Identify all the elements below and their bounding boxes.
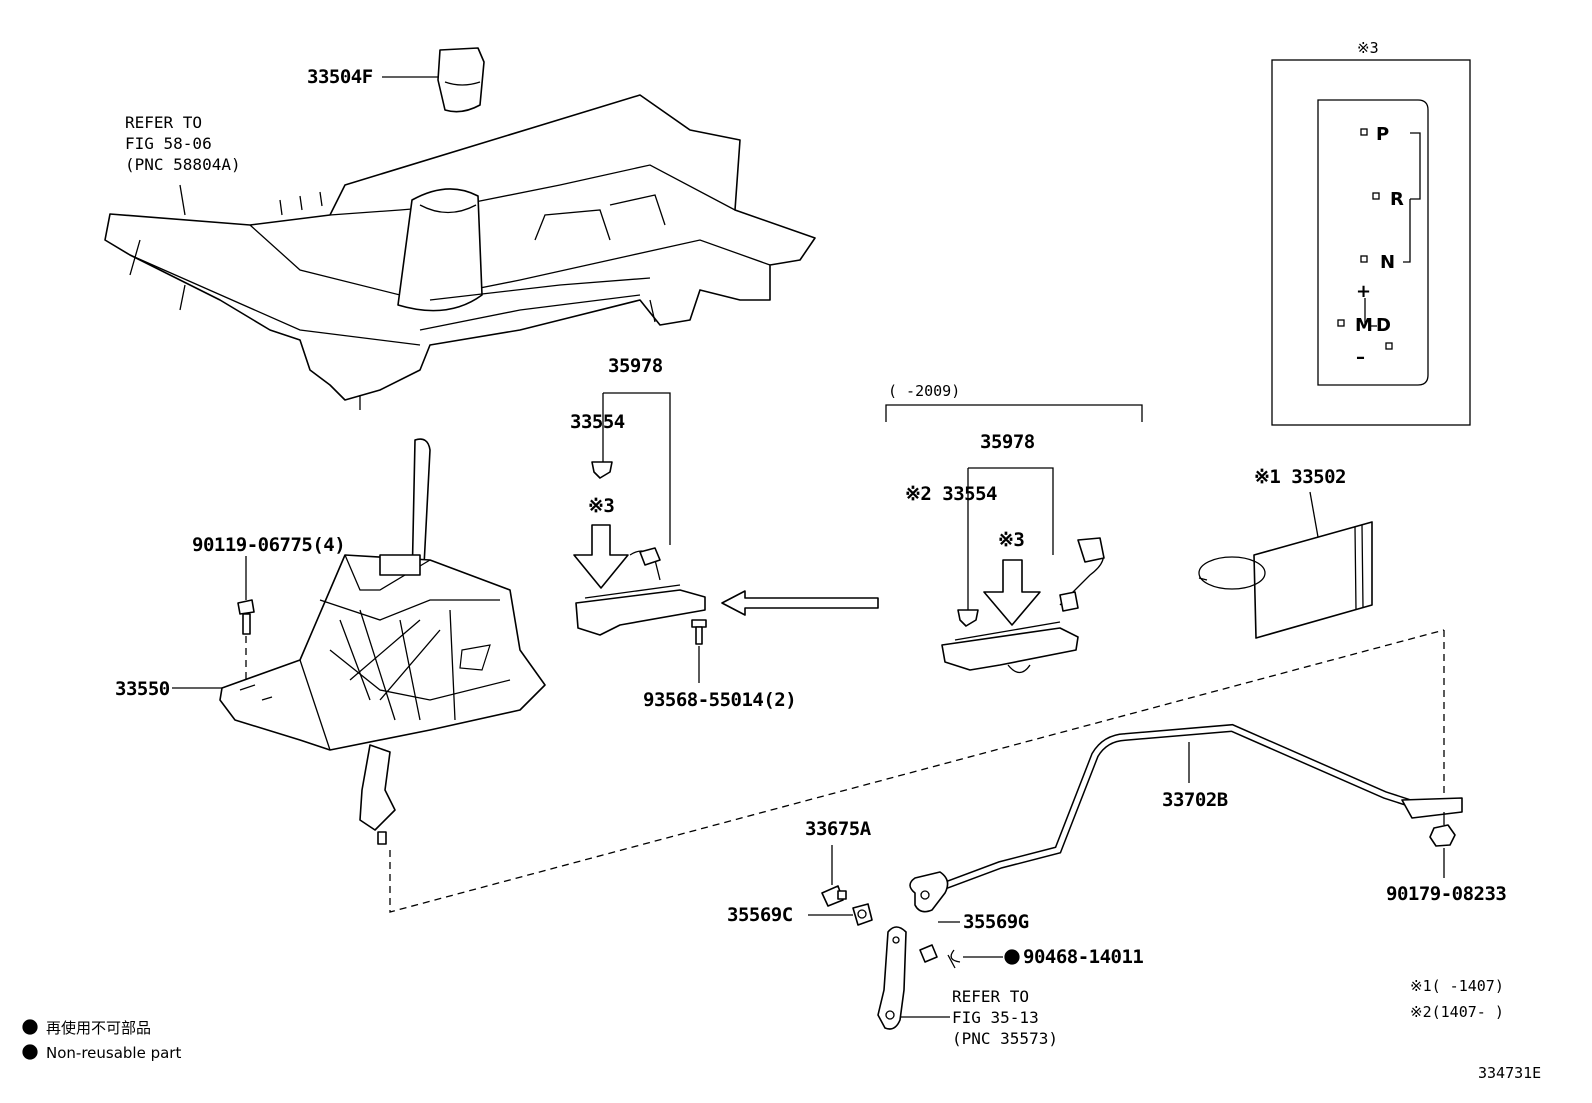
pin-illustration: [821, 885, 847, 907]
gate-n: N: [1380, 252, 1395, 273]
label-console-ref-3: (PNC 58804A): [125, 155, 241, 174]
legend-dot-en: [22, 1044, 38, 1060]
console-frame-illustration: [104, 94, 816, 410]
position-indicator-right-illustration: [941, 537, 1105, 674]
label-assy-right: 35978: [980, 431, 1035, 453]
instruction-plate-illustration: [1198, 521, 1373, 639]
gate-plate-frame: [1271, 59, 1471, 426]
clip-left-illustration: [591, 461, 613, 479]
gate-r: R: [1390, 189, 1404, 210]
label-bushing-g: 35569G: [963, 911, 1029, 933]
legend-en: Non-reusable part: [46, 1044, 181, 1062]
non-reusable-mark: [1004, 949, 1020, 965]
label-bushing-c: 35569C: [727, 904, 793, 926]
label-year-range: ( -2009): [888, 382, 960, 400]
label-mark3-left: ※3: [588, 495, 614, 517]
gate-p: P: [1376, 124, 1389, 145]
label-mark3-right: ※3: [998, 529, 1024, 551]
dashed-link-line: [389, 629, 1445, 913]
lock-clip-illustration: [947, 949, 961, 969]
down-arrow-left: [573, 524, 629, 589]
control-lever-illustration: [877, 926, 907, 1030]
label-pin: 33675A: [805, 818, 872, 840]
label-plate: ※1 33502: [1254, 466, 1346, 488]
label-console-ref-2: FIG 58-06: [125, 134, 212, 153]
nut-illustration: [1429, 824, 1456, 847]
label-clip-nonreuse: 90468-14011: [1023, 946, 1143, 968]
label-clip-left: 33554: [570, 411, 625, 433]
gate-plate-panel: [1317, 99, 1429, 386]
shift-cable-illustration: [909, 723, 1463, 913]
legend-dot-jp: [22, 1019, 38, 1035]
gate-minus: –: [1356, 347, 1365, 368]
figure-id: 334731E: [1478, 1064, 1541, 1082]
note-1: ※1( -1407): [1410, 977, 1504, 995]
bushing-c-illustration: [852, 903, 873, 926]
label-bolt-top: 90119-06775(4): [192, 534, 345, 556]
label-plate-mark3: ※3: [1357, 39, 1379, 57]
screw-illustration: [691, 619, 707, 645]
clip-right-illustration: [957, 609, 979, 627]
shift-lever-assembly-illustration: [219, 438, 546, 845]
note-2: ※2(1407- ): [1410, 1003, 1504, 1021]
legend-jp: 再使用不可部品: [46, 1019, 151, 1037]
label-shift-assy: 33550: [115, 678, 170, 700]
bolt-illustration: [237, 599, 255, 635]
bushing-g-illustration: [919, 944, 938, 963]
left-arrow: [721, 590, 879, 616]
position-indicator-left-illustration: [575, 547, 706, 636]
label-screw: 93568-55014(2): [643, 689, 796, 711]
label-lever-ref-1: REFER TO: [952, 987, 1029, 1006]
shift-knob-illustration: [437, 47, 485, 113]
label-cable: 33702B: [1162, 789, 1228, 811]
label-lever-ref-3: (PNC 35573): [952, 1029, 1058, 1048]
label-knob: 33504F: [307, 66, 373, 88]
gate-plus: +: [1356, 281, 1371, 302]
gate-m: M: [1355, 315, 1373, 336]
down-arrow-right: [983, 559, 1041, 626]
label-console-ref-1: REFER TO: [125, 113, 202, 132]
label-assy-left: 35978: [608, 355, 663, 377]
label-lever-ref-2: FIG 35-13: [952, 1008, 1039, 1027]
label-nut: 90179-08233: [1386, 883, 1506, 905]
label-clip-right: ※2 33554: [905, 483, 997, 505]
gate-d: D: [1376, 315, 1391, 336]
